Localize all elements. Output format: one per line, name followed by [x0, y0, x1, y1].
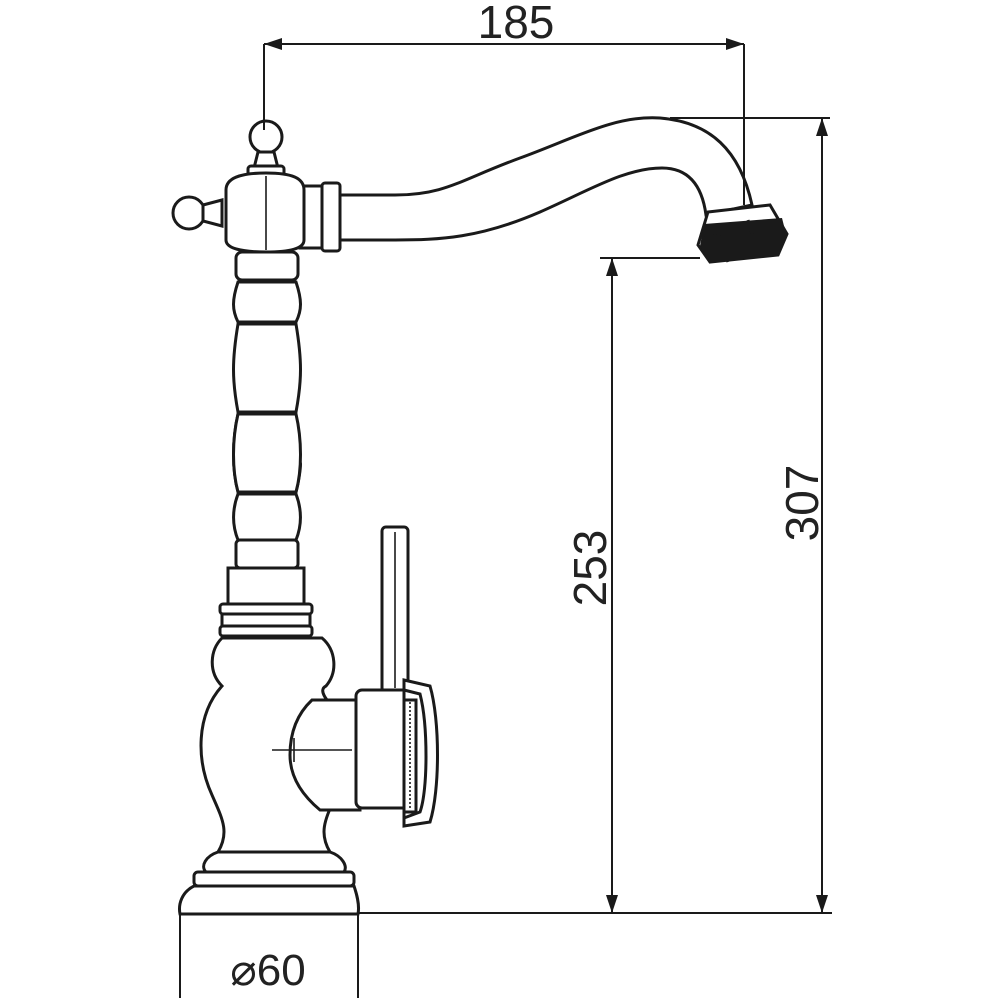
dimension-lines	[179, 38, 832, 998]
aerator	[696, 203, 789, 264]
spout-collar	[298, 181, 342, 253]
total-height-dimension-label: 307	[776, 465, 828, 542]
column	[218, 250, 314, 638]
head-block	[224, 171, 306, 254]
base-diameter-dimension-label: ⌀60	[230, 946, 305, 995]
lever-handle	[354, 525, 439, 828]
spout-tube	[335, 116, 754, 242]
cartridge-housing	[288, 698, 362, 812]
spout-height-dimension-label: 253	[564, 530, 616, 607]
top-handle-knob	[246, 119, 286, 178]
base	[178, 850, 360, 916]
reach-dimension-label: 185	[478, 0, 555, 48]
faucet-outline	[171, 116, 789, 916]
side-handle-knob	[171, 195, 224, 231]
